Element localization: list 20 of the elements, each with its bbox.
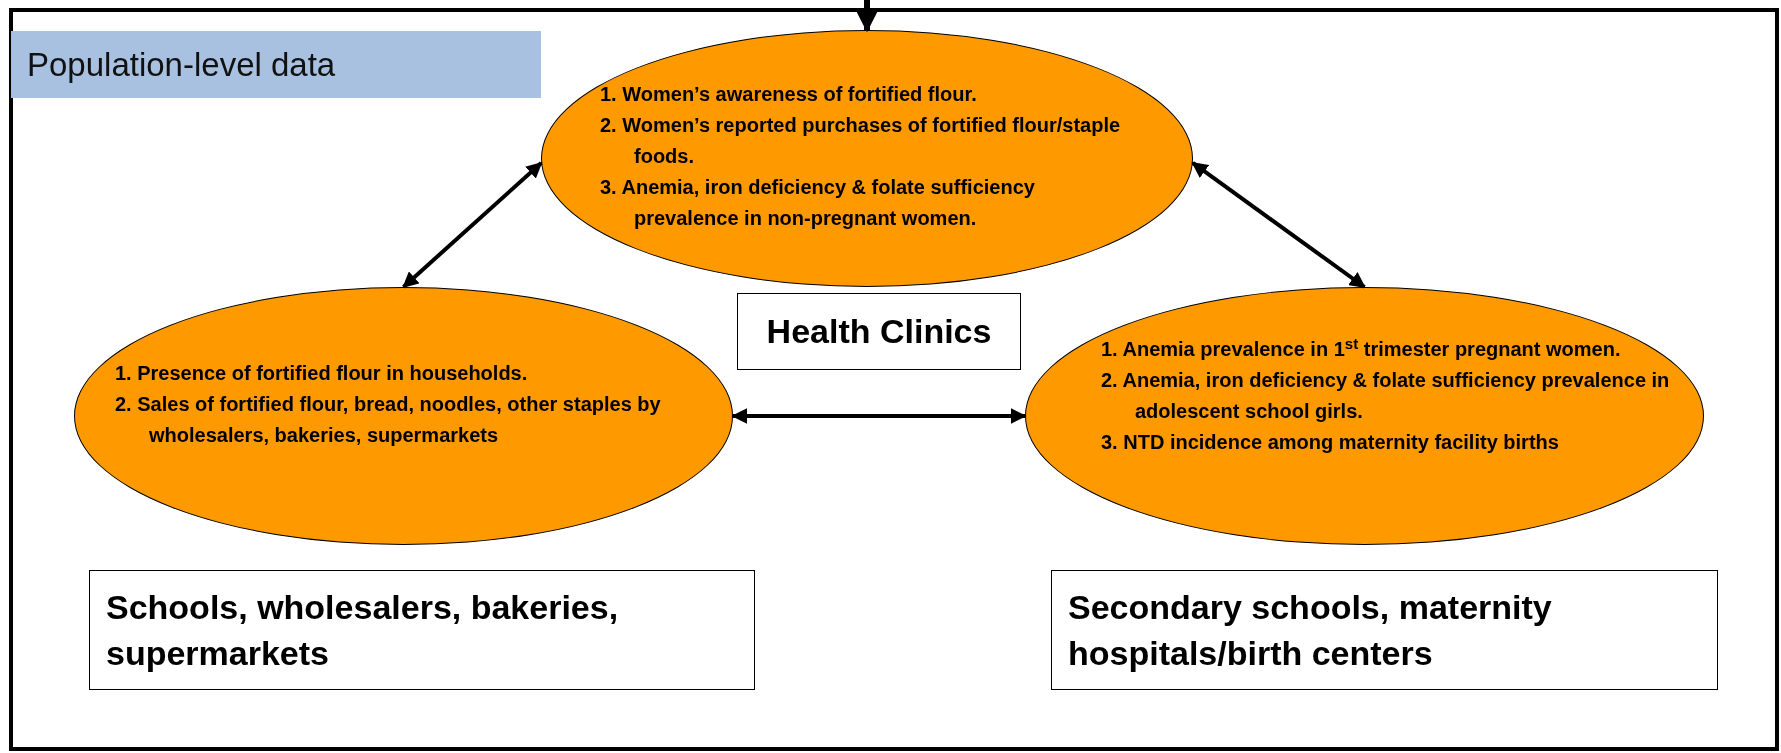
section-band — [11, 31, 541, 98]
indicator-item: 2. Sales of fortified flour, bread, noodles, other staples by wholesalers, bakeries, supermarkets — [115, 392, 662, 448]
indicator-item: 2. Anemia, iron deficiency & folate sufficiency prevalence in adolescent school girls. — [1101, 368, 1671, 424]
double-arrow — [402, 161, 543, 289]
indicator-item: 1. Women’s awareness of fortified flour. — [600, 82, 978, 107]
indicator-item: 1. Presence of fortified flour in households. — [115, 361, 529, 386]
location-label: Schools, wholesalers, bakeries, supermarkets — [106, 587, 620, 674]
setting-box — [1051, 570, 1718, 690]
location-label: Health Clinics — [766, 311, 992, 352]
indicator-item: 3. NTD incidence among maternity facility births — [1101, 430, 1560, 455]
double-arrow — [855, 0, 879, 33]
location-label: Secondary schools, maternity hospitals/birth centers — [1068, 587, 1553, 674]
double-arrow — [731, 408, 1027, 424]
indicator-item: 3. Anemia, iron deficiency & folate sufficiency prevalence in non-pregnant women. — [600, 175, 1036, 231]
setting-box — [89, 570, 755, 690]
location-box — [737, 293, 1021, 370]
section-title: Population-level data — [27, 44, 336, 85]
indicator-item: 1. Anemia prevalence in 1$^{st}$ trimester pregnant women. — [1101, 334, 1622, 362]
indicator-item: 2. Women’s reported purchases of fortified flour/staple foods. — [600, 113, 1122, 169]
double-arrow — [1191, 161, 1366, 289]
